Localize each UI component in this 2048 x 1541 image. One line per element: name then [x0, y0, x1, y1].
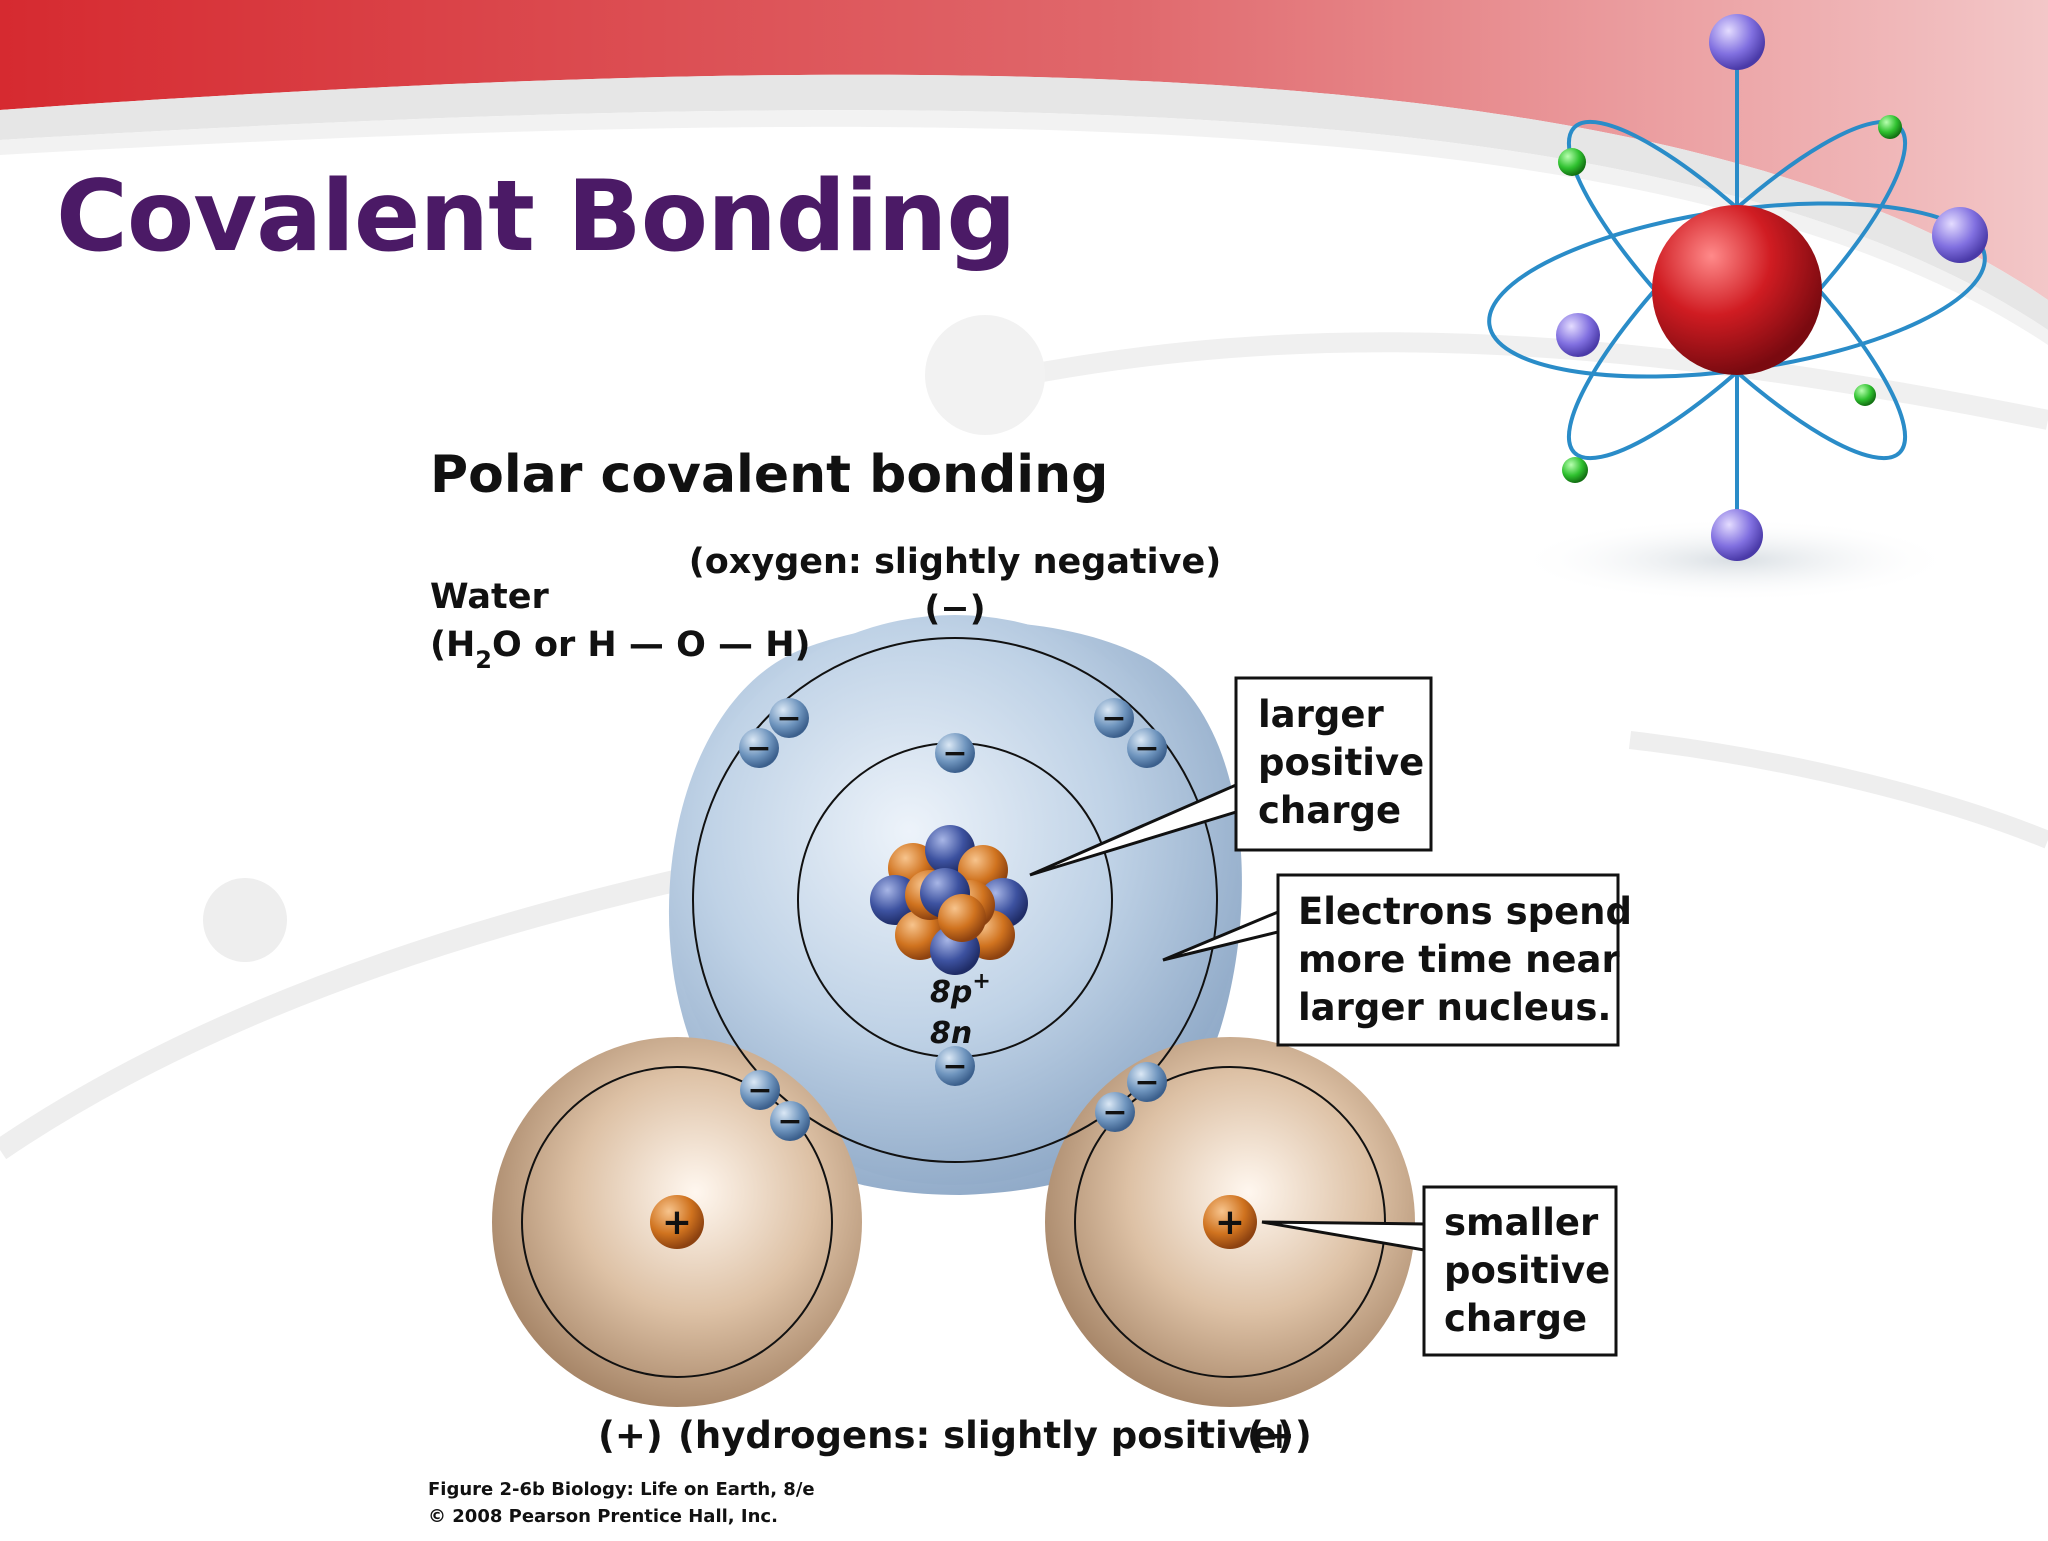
svg-text:larger: larger: [1258, 693, 1384, 736]
electron: −: [770, 1101, 810, 1141]
svg-text:−: −: [776, 701, 801, 736]
hydrogen-label: (hydrogens: slightly positive): [678, 1414, 1294, 1457]
svg-text:−: −: [942, 1049, 967, 1084]
svg-text:−: −: [746, 731, 771, 766]
svg-text:−: −: [777, 1104, 802, 1139]
svg-text:+: +: [662, 1202, 692, 1243]
oxygen-charge: (−): [924, 589, 985, 629]
slide-title: Covalent Bonding: [56, 160, 1017, 274]
oxygen-label: (oxygen: slightly negative): [689, 542, 1221, 582]
electron: −: [769, 698, 809, 738]
callout-smaller-positive-charge: smaller positive charge: [1422, 1185, 1618, 1357]
figure-copyright: © 2008 Pearson Prentice Hall, Inc.: [428, 1506, 778, 1527]
hydrogen-charge-right: (+): [1247, 1414, 1312, 1457]
figure-heading: Polar covalent bonding: [430, 445, 1108, 505]
electron: −: [935, 1046, 975, 1086]
svg-text:larger nucleus.: larger nucleus.: [1298, 986, 1611, 1029]
electron: −: [1127, 1062, 1167, 1102]
molecule-formula: (H2O or H — O — H): [430, 625, 811, 674]
svg-text:positive: positive: [1444, 1249, 1610, 1292]
svg-text:positive: positive: [1258, 741, 1424, 784]
svg-text:+: +: [1215, 1202, 1245, 1243]
proton-right: +: [1203, 1195, 1257, 1249]
callout-pointers: [1029, 782, 1426, 1252]
svg-text:−: −: [1102, 1095, 1127, 1130]
electron: −: [1127, 728, 1167, 768]
callout-larger-positive-charge: larger positive charge: [1234, 676, 1433, 852]
electrons: − − − − − − − − − −: [739, 698, 1167, 1141]
svg-text:−: −: [747, 1073, 772, 1108]
nucleus-protons-label: 8p+: [930, 969, 991, 1010]
electron: −: [1094, 698, 1134, 738]
electron: −: [739, 728, 779, 768]
figure-caption: Figure 2-6b Biology: Life on Earth, 8/e: [428, 1479, 815, 1500]
oxygen-nucleus: [870, 825, 1028, 975]
svg-text:charge: charge: [1444, 1297, 1587, 1340]
water-molecule: 8p+ 8n − − − − − − − − − − + +: [492, 615, 1415, 1407]
svg-text:−: −: [942, 736, 967, 771]
svg-text:−: −: [1134, 731, 1159, 766]
proton-left: +: [650, 1195, 704, 1249]
svg-text:charge: charge: [1258, 789, 1401, 832]
electron: −: [740, 1070, 780, 1110]
svg-text:−: −: [1134, 1065, 1159, 1100]
callout-electrons-spend-time: Electrons spend more time near larger nu…: [1276, 873, 1632, 1047]
svg-text:−: −: [1101, 701, 1126, 736]
svg-text:smaller: smaller: [1444, 1201, 1599, 1244]
hydrogen-charge-left: (+): [598, 1414, 663, 1457]
svg-text:Electrons spend: Electrons spend: [1298, 890, 1632, 933]
nucleus-neutrons-label: 8n: [930, 1016, 972, 1051]
electron-shells: [521, 637, 1386, 1378]
molecule-name: Water: [430, 577, 549, 617]
electron: −: [1095, 1092, 1135, 1132]
electron: −: [935, 733, 975, 773]
atom-model-illustration: [1487, 14, 1988, 561]
svg-text:more time near: more time near: [1298, 938, 1620, 981]
